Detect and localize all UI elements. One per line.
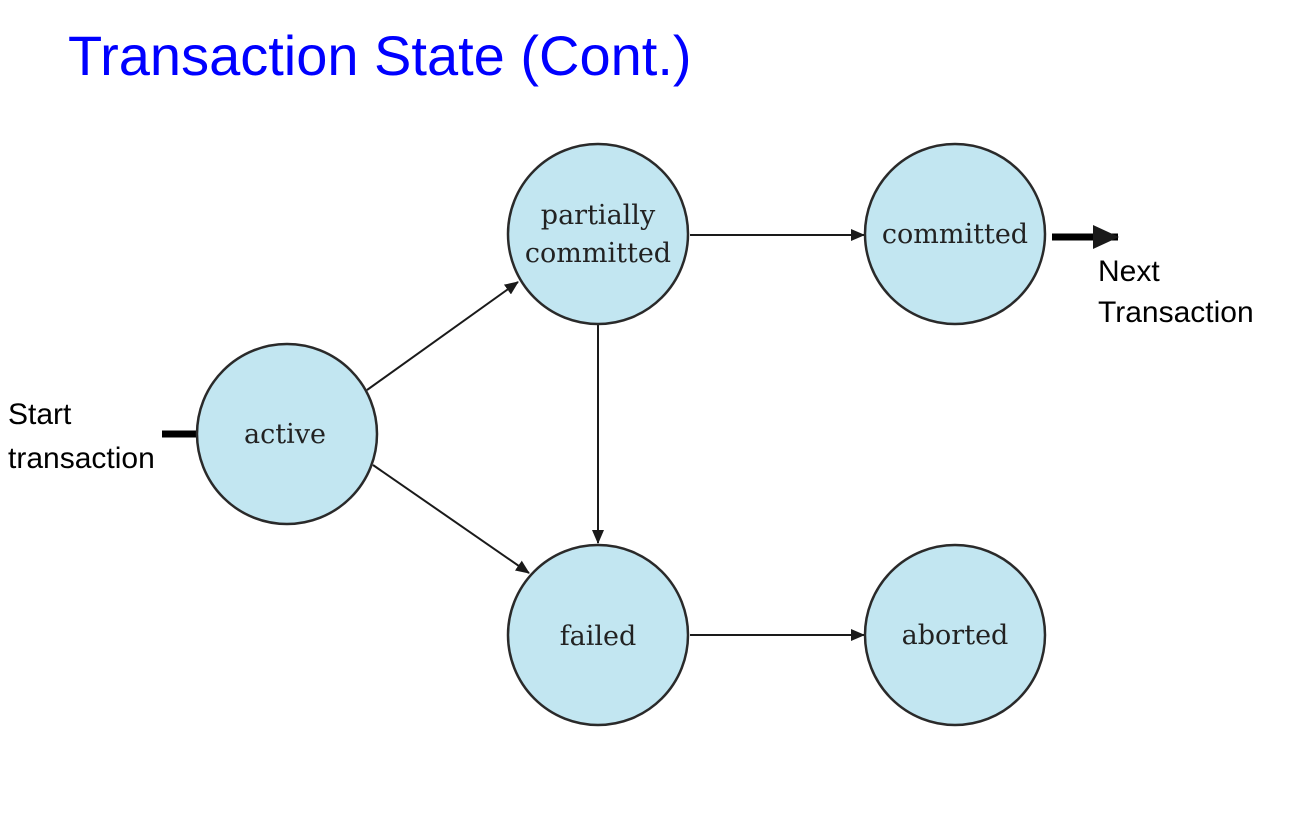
start-label-line2: transaction [8,442,155,475]
state-active: active [195,342,379,526]
slide-title: Transaction State (Cont.) [68,24,692,87]
edge-active-to-partially-committed [366,281,519,391]
state-committed-circle [863,142,1047,326]
state-aborted: aborted [863,543,1047,727]
state-partially-committed-label-line1: partially [541,200,656,231]
edge-active-to-failed [372,464,530,574]
state-failed-label: failed [560,621,637,652]
start-label-line1: Start [8,398,72,431]
state-failed-circle [506,543,690,727]
state-active-label: active [244,419,326,450]
state-aborted-circle [863,543,1047,727]
state-partially-committed-circle [506,142,690,326]
state-partially-committed: partially committed [506,142,690,326]
state-active-circle [195,342,379,526]
next-label-line1: Next [1098,255,1160,288]
state-aborted-label: aborted [902,620,1009,651]
state-committed-label: committed [882,219,1028,250]
state-committed: committed [863,142,1047,326]
state-partially-committed-label-line2: committed [525,238,671,269]
state-failed: failed [506,543,690,727]
next-label-line2: Transaction [1098,296,1254,329]
